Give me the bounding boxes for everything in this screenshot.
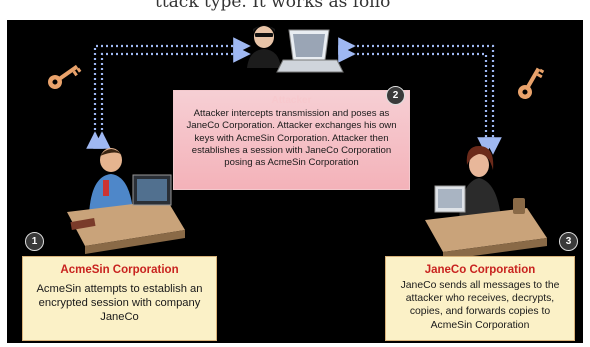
acmesin-description: AcmeSin attempts to establish an encrypt… <box>36 283 203 323</box>
left-key-icon <box>48 64 82 89</box>
clipped-top-text: ttack type. It works as follo <box>0 0 590 20</box>
acmesin-title: AcmeSin Corporation <box>60 264 179 276</box>
step-2-badge: 2 <box>386 86 405 105</box>
janeco-description-box: JaneCo Corporation JaneCo sends all mess… <box>385 256 575 341</box>
janeco-description: JaneCo sends all messages to the attacke… <box>400 280 560 331</box>
attacker-title: Attacker <box>271 95 312 106</box>
step-3-badge: 3 <box>559 232 578 251</box>
diagram-artwork <box>48 25 547 260</box>
right-key-icon <box>518 67 545 99</box>
acmesin-description-box: AcmeSin Corporation AcmeSin attempts to … <box>22 256 217 341</box>
acmesin-person-figure <box>67 148 185 254</box>
left-connection-arrow <box>86 37 251 149</box>
right-connection-arrow <box>338 37 502 155</box>
attacker-figure <box>247 25 281 68</box>
janeco-person-figure <box>425 146 547 260</box>
janeco-title: JaneCo Corporation <box>424 264 536 276</box>
attacker-laptop-icon <box>276 29 344 73</box>
attacker-description-box: Attacker Attacker intercepts transmissio… <box>173 90 410 190</box>
mitm-diagram: Attacker Attacker intercepts transmissio… <box>7 20 583 343</box>
attacker-description: Attacker intercepts transmission and pos… <box>186 108 397 169</box>
step-1-badge: 1 <box>25 232 44 251</box>
clipped-sentence: ttack type. It works as follo <box>155 0 391 12</box>
